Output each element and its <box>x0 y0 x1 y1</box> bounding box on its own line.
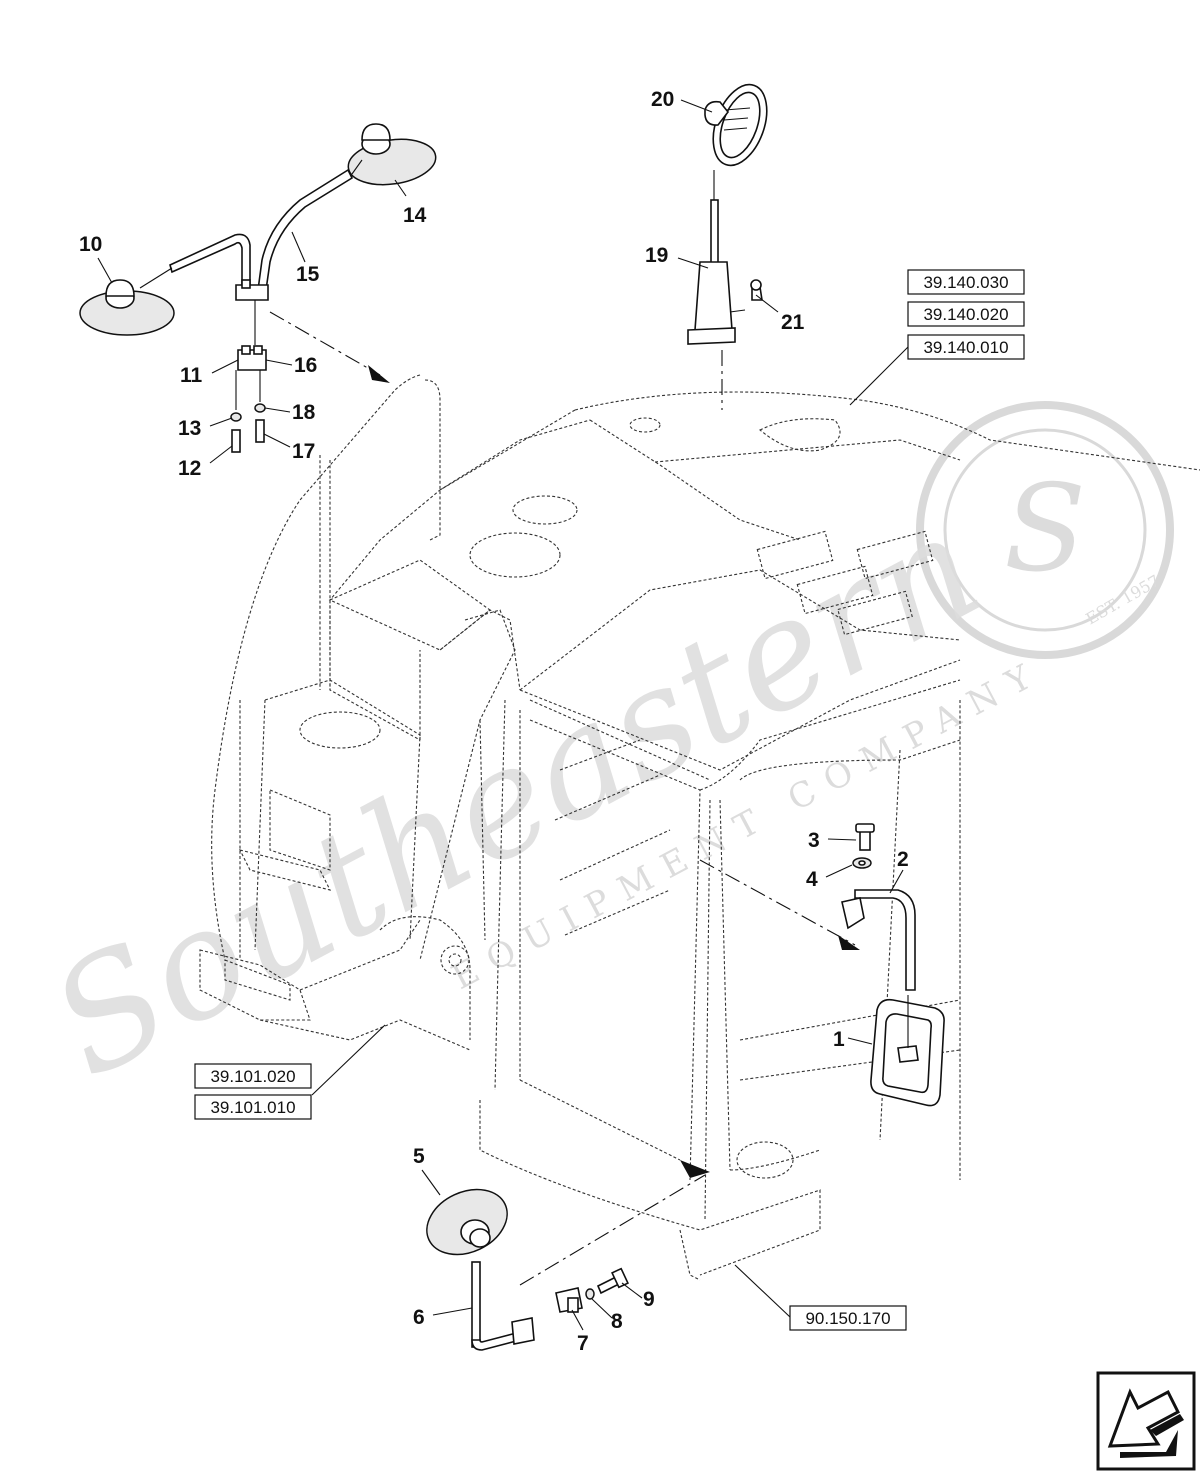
reference-box-90-150-170[interactable]: 90.150.170 <box>789 1305 907 1331</box>
callout-18: 18 <box>292 401 316 424</box>
callout-6: 6 <box>413 1306 425 1329</box>
reference-boxes: 39.140.030 39.140.020 39.140.010 39.101.… <box>194 269 1025 1331</box>
callout-leaders <box>97 99 909 1331</box>
reference-code: 39.140.010 <box>923 338 1008 357</box>
callout-3: 3 <box>808 829 820 852</box>
reference-code: 39.140.020 <box>923 305 1008 324</box>
callout-7: 7 <box>577 1332 589 1355</box>
reference-box-39-140-010[interactable]: 39.140.010 <box>907 334 1025 360</box>
reference-box-39-101-020[interactable]: 39.101.020 <box>194 1063 312 1089</box>
callout-4: 4 <box>806 868 818 891</box>
reference-box-39-140-030[interactable]: 39.140.030 <box>907 269 1025 295</box>
cab-outline <box>199 374 1200 1281</box>
reference-code: 39.101.010 <box>210 1098 295 1117</box>
previous-page-arrow-icon[interactable] <box>1096 1371 1196 1471</box>
callout-17: 17 <box>292 440 315 463</box>
upper-mirror-group <box>687 83 768 410</box>
washer-8 <box>585 1288 595 1300</box>
callout-20: 20 <box>651 88 674 111</box>
callout-9: 9 <box>643 1288 655 1311</box>
reference-code: 90.150.170 <box>805 1309 890 1328</box>
callout-8: 8 <box>611 1310 623 1333</box>
side-mirror-group <box>699 823 945 1107</box>
mirror-arm-2 <box>854 889 916 991</box>
callout-16: 16 <box>294 354 317 377</box>
reference-code: 39.140.030 <box>923 273 1008 292</box>
callout-11: 11 <box>180 364 203 387</box>
lower-mirror-group <box>426 1160 710 1351</box>
reference-code: 39.101.020 <box>210 1067 295 1086</box>
callout-19: 19 <box>645 244 668 267</box>
callout-1: 1 <box>833 1028 845 1051</box>
mirror-arm-6 <box>471 1261 481 1348</box>
left-mirror-group <box>79 123 437 453</box>
callout-13: 13 <box>178 417 201 440</box>
watermark: S EST. 1957 Southeastern EQUIPMENT COMPA… <box>25 401 1174 1112</box>
reference-box-39-101-010[interactable]: 39.101.010 <box>194 1094 312 1120</box>
mirror-bracket-19 <box>694 261 733 331</box>
callout-10: 10 <box>79 233 102 256</box>
callout-12: 12 <box>178 457 201 480</box>
callout-2: 2 <box>897 848 909 871</box>
callout-15: 15 <box>296 263 320 286</box>
callout-labels: 1 2 3 4 5 6 7 8 9 10 11 12 13 14 15 16 1… <box>79 88 909 1355</box>
mirror-head-14 <box>347 138 437 186</box>
callout-14: 14 <box>403 204 427 227</box>
callout-5: 5 <box>413 1145 425 1168</box>
watermark-brand: Southeastern <box>25 480 1006 1112</box>
watermark-badge-letter: S <box>1004 460 1086 599</box>
callout-21: 21 <box>781 311 805 334</box>
reference-box-39-140-020[interactable]: 39.140.020 <box>907 301 1025 327</box>
